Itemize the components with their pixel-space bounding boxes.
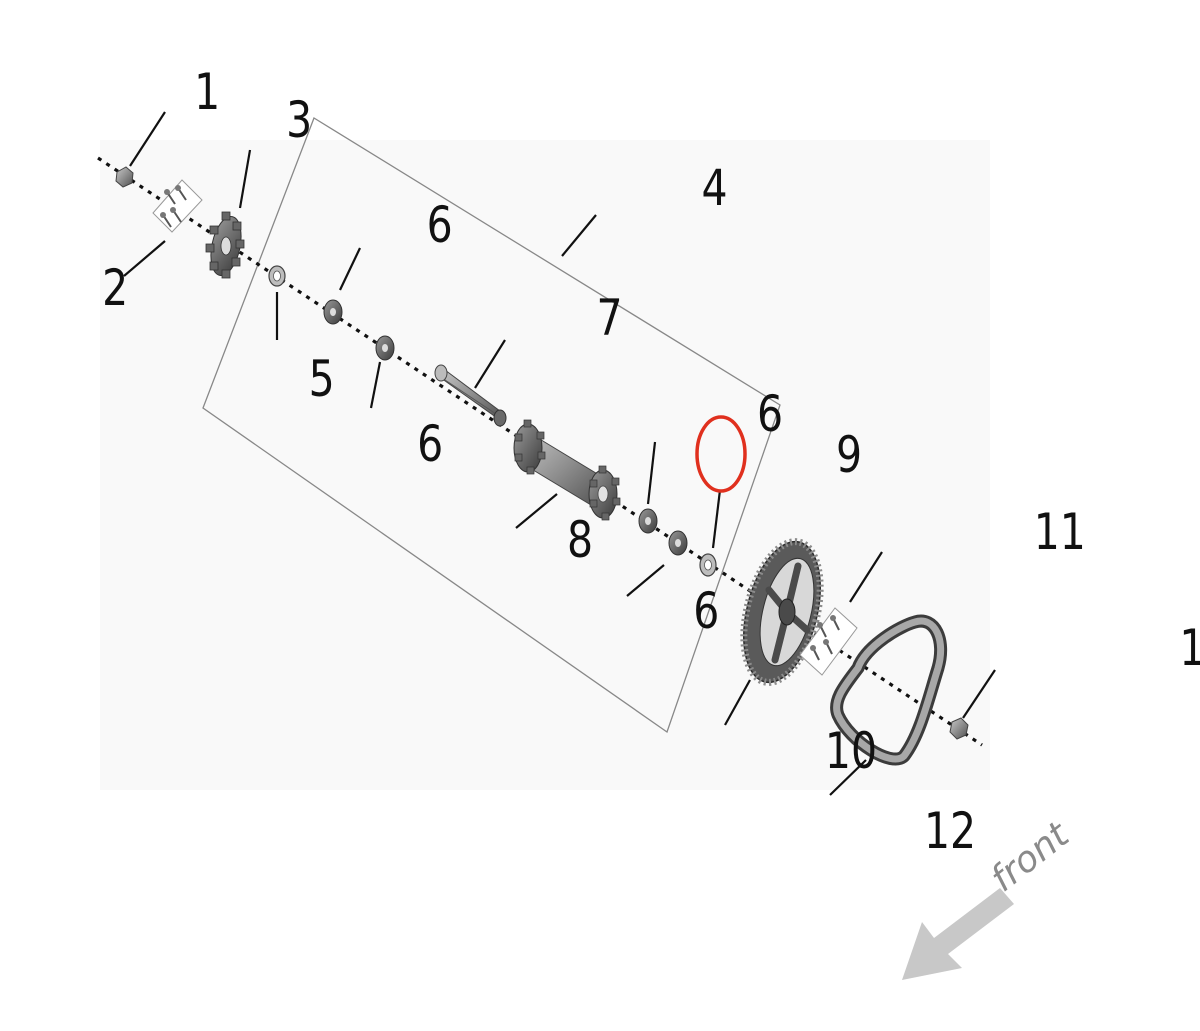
part-hub-sprocket [513,419,621,521]
part-bearing-2 [375,335,395,361]
part-bolt-kit-right [799,607,858,676]
leader-3 [238,149,252,209]
leader-7 [474,339,506,389]
leader-1-right [962,669,996,719]
callout-labels: 1 2 3 4 6 5 6 7 8 6 9 6 10 11 1 12 [102,63,1200,860]
part-axle-pin [434,364,507,427]
callout-5: 5 [309,350,335,408]
front-label: front [983,813,1078,900]
part-bolt-kit-left [152,179,203,233]
front-arrow-icon [902,888,1014,980]
part-washer [699,553,717,577]
callout-3: 3 [286,91,312,149]
callout-6-right: 6 [757,385,783,443]
part-small-sprocket [205,211,245,279]
part-large-pulley [740,538,824,686]
callout-8: 8 [567,511,593,569]
leader-6-bottom [626,564,665,597]
leader-4 [561,214,597,257]
callout-11: 11 [1034,503,1086,561]
part-bearing-1 [323,299,343,325]
part-nut-left [115,166,134,188]
part-drive-belt [830,614,948,766]
part-bearing-4 [668,530,688,556]
leader-2 [123,240,166,277]
callout-10: 10 [825,722,877,780]
callout-6-mid: 6 [417,415,443,473]
leader-6-right [646,441,657,505]
callout-6-top: 6 [427,196,453,254]
leader-9 [711,489,722,549]
callout-9: 9 [836,426,862,484]
callout-2: 2 [102,259,128,317]
leader-6-mid [369,361,382,409]
callout-1-right: 1 [1179,619,1200,677]
assembly-group-outline [202,117,781,734]
highlight-circle [695,415,747,493]
leader-6-top [339,247,361,291]
callout-7: 7 [597,289,623,347]
leader-12 [829,759,867,796]
leader-lines [123,111,996,796]
leader-8 [515,493,558,529]
part-spacer-ring [268,265,286,287]
leader-10 [724,679,751,726]
callout-1-left: 1 [194,63,220,121]
callout-6-bottom: 6 [693,582,719,640]
part-bearing-3 [638,508,658,534]
leader-11 [849,551,883,603]
leader-1-left [129,111,166,167]
part-nut-right [949,717,969,740]
callout-4: 4 [702,159,728,217]
callout-12: 12 [924,802,976,860]
